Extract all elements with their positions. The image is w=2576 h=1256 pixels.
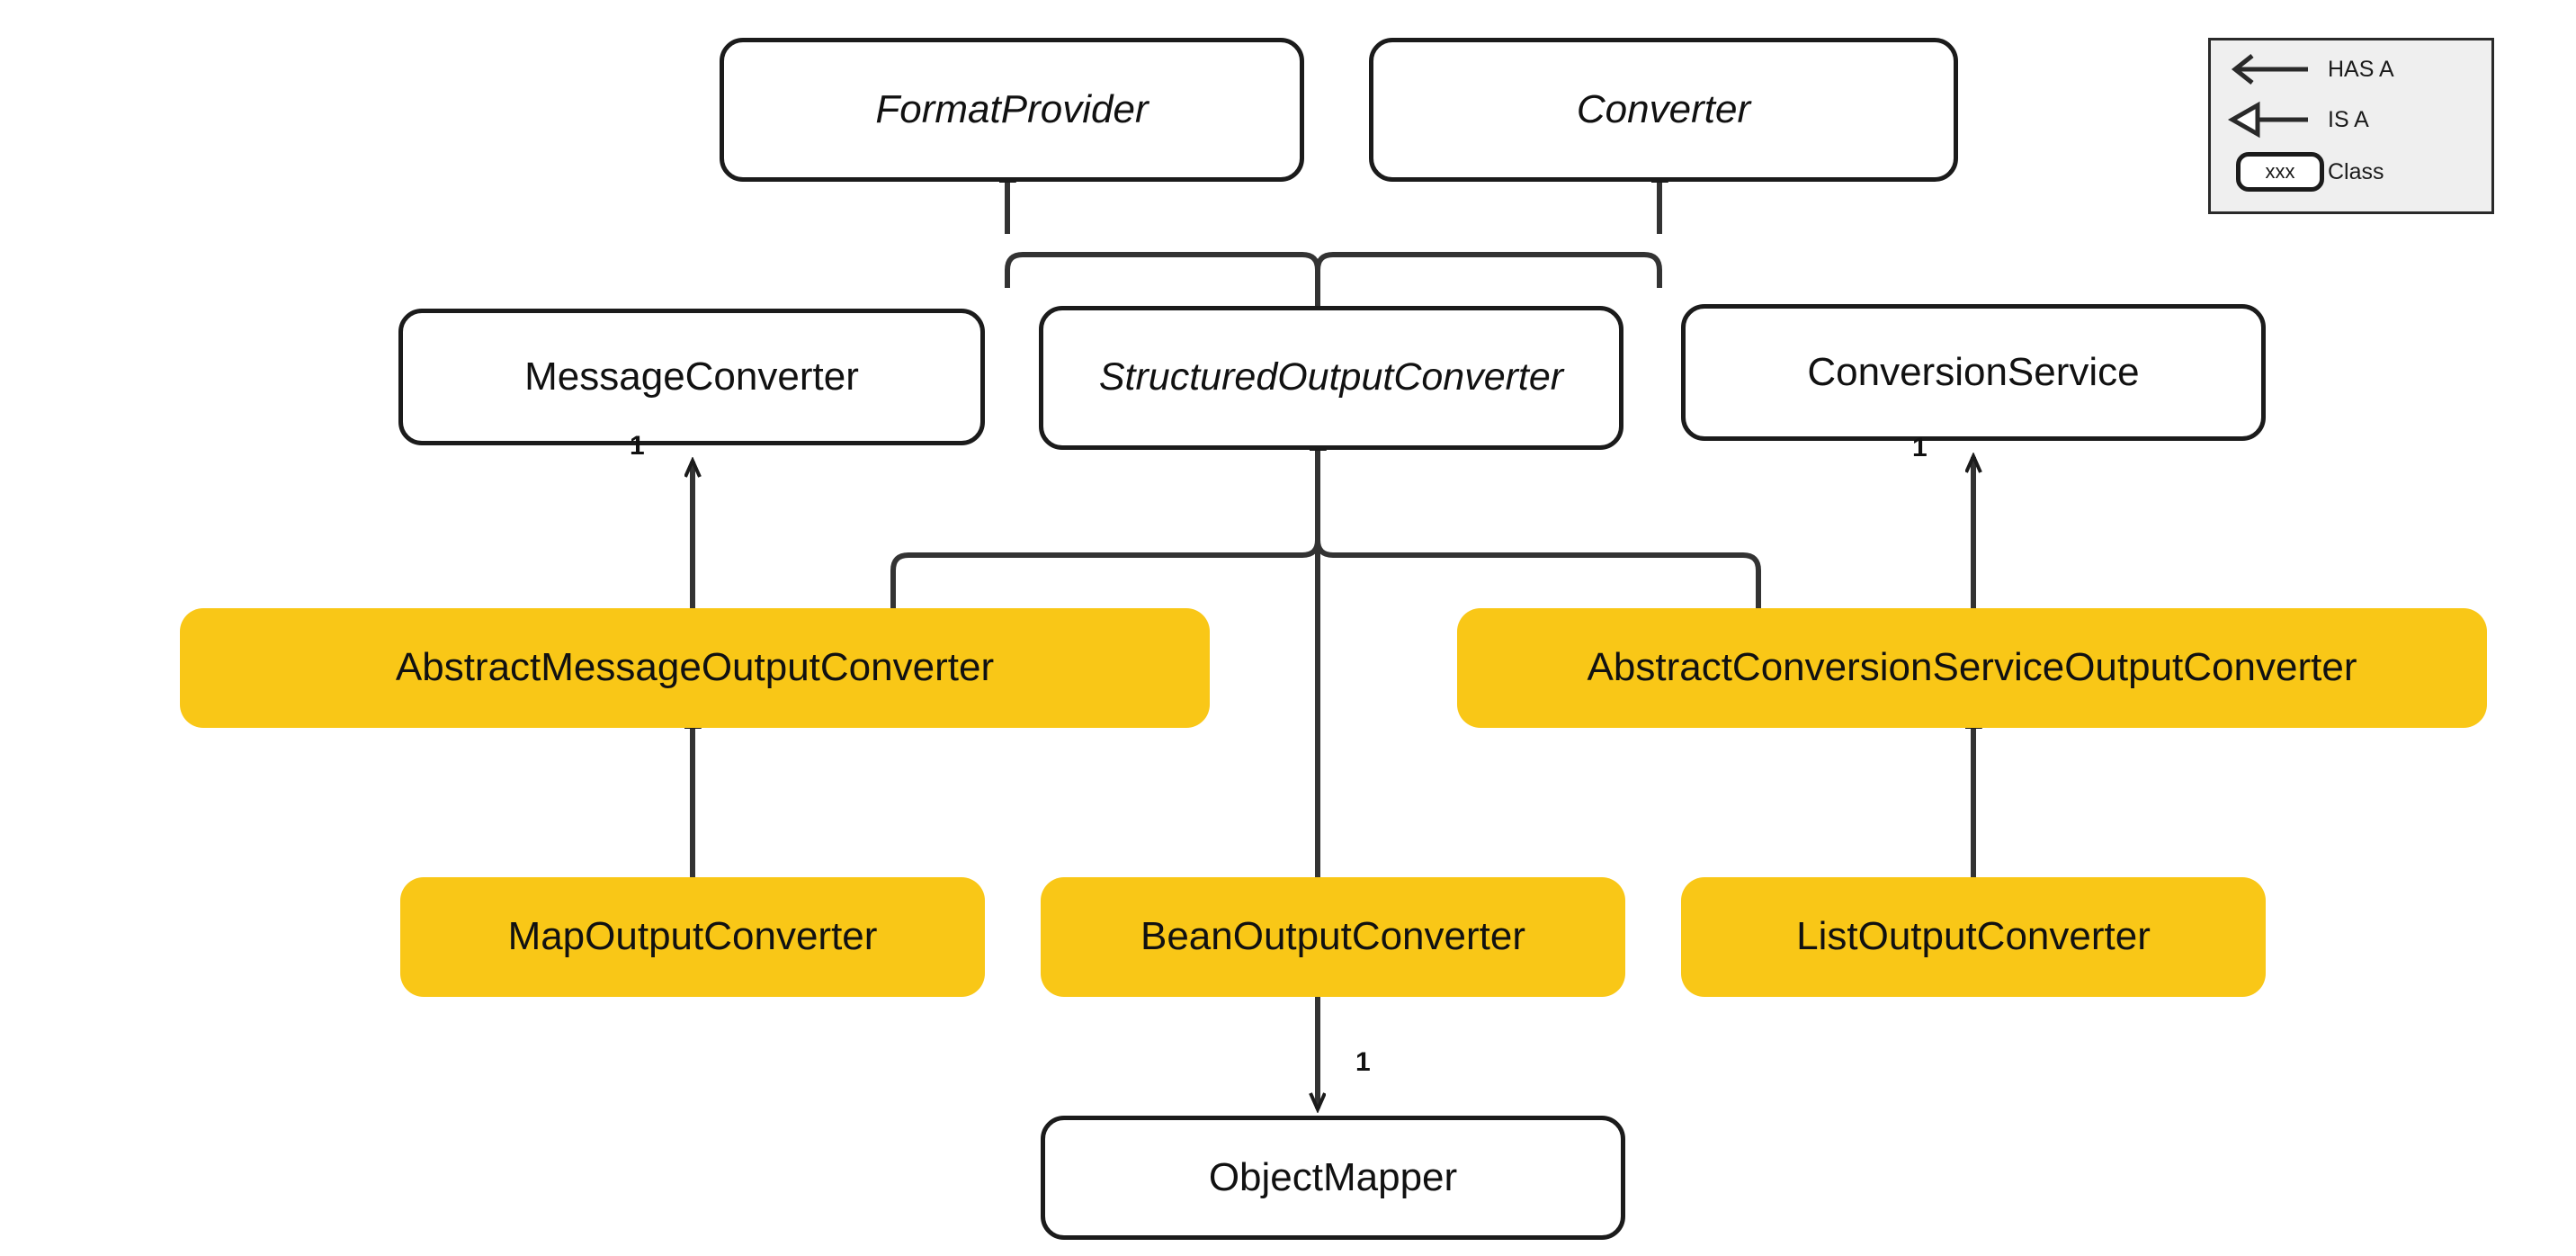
class-node-label: ObjectMapper <box>1208 1154 1458 1199</box>
class-node-conversion-service[interactable]: ConversionService <box>1681 304 2266 441</box>
legend-row-has-a: HAS A <box>2211 44 2491 94</box>
class-node-message-converter[interactable]: MessageConverter <box>398 309 985 445</box>
legend-label-is-a: IS A <box>2328 106 2369 132</box>
class-node-map-output-converter[interactable]: MapOutputConverter <box>400 877 985 997</box>
class-node-label: FormatProvider <box>875 86 1149 131</box>
legend-row-is-a: IS A <box>2211 94 2491 145</box>
class-node-structured-output-converter[interactable]: StructuredOutputConverter <box>1039 306 1623 450</box>
class-node-abstract-message-output-converter[interactable]: AbstractMessageOutputConverter <box>180 608 1210 728</box>
class-node-label: AbstractMessageOutputConverter <box>395 645 995 690</box>
class-node-converter[interactable]: Converter <box>1369 38 1958 182</box>
multiplicity-label-conversion-service: 1 <box>1912 433 1928 462</box>
class-node-abstract-conversion-service-output-converter[interactable]: AbstractConversionServiceOutputConverter <box>1457 608 2487 728</box>
legend-label-class: Class <box>2328 158 2384 184</box>
class-node-label: AbstractConversionServiceOutputConverter <box>1587 645 2357 690</box>
rounded-box-icon: xxx <box>2211 147 2328 197</box>
legend-panel: HAS A IS A xxx Class <box>2208 38 2494 214</box>
legend-label-has-a: HAS A <box>2328 56 2394 82</box>
class-node-label: MessageConverter <box>524 354 859 399</box>
class-node-label: BeanOutputConverter <box>1140 914 1526 959</box>
multiplicity-label-message-converter: 1 <box>630 431 645 461</box>
class-node-label: MapOutputConverter <box>507 914 878 959</box>
class-node-label: ListOutputConverter <box>1796 914 2151 959</box>
legend-class-box-text: xxx <box>2236 152 2324 192</box>
class-node-label: ConversionService <box>1807 349 2140 394</box>
open-arrow-left-icon <box>2211 44 2328 94</box>
legend-row-class: xxx Class <box>2211 147 2491 197</box>
edge-children-isa-structured <box>890 450 1761 877</box>
class-node-list-output-converter[interactable]: ListOutputConverter <box>1681 877 2266 997</box>
hollow-triangle-arrow-left-icon <box>2211 94 2328 145</box>
edge-structured-isa-parents <box>1007 182 1659 306</box>
class-node-label: Converter <box>1576 86 1751 131</box>
class-node-label: StructuredOutputConverter <box>1098 355 1564 399</box>
class-node-object-mapper[interactable]: ObjectMapper <box>1041 1116 1625 1240</box>
class-node-format-provider[interactable]: FormatProvider <box>720 38 1304 182</box>
class-node-bean-output-converter[interactable]: BeanOutputConverter <box>1041 877 1625 997</box>
multiplicity-label-object-mapper: 1 <box>1355 1047 1371 1077</box>
